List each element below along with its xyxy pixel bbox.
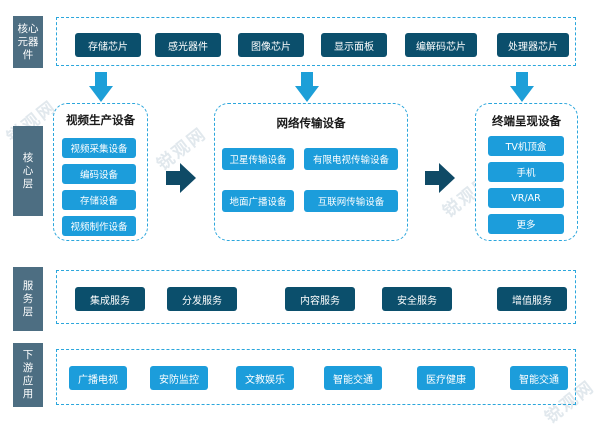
service-item: 增值服务 (497, 287, 567, 311)
right-arrow-icon (425, 163, 455, 193)
network-item: 卫星传输设备 (222, 148, 294, 170)
application-item: 医疗健康 (417, 366, 475, 390)
row-label-downstream: 下游应用 (13, 343, 43, 407)
terminal-title: 终端呈现设备 (492, 114, 561, 128)
production-title: 视频生产设备 (66, 113, 135, 127)
network-item: 地面广播设备 (222, 190, 294, 212)
row-label-core-components: 核心元器件 (13, 16, 43, 68)
component-photosensor: 感光器件 (155, 33, 221, 57)
network-title: 网络传输设备 (276, 116, 346, 130)
production-item: 编码设备 (62, 164, 136, 184)
network-group (214, 103, 408, 241)
service-item: 集成服务 (75, 287, 145, 311)
component-display-panel: 显示面板 (321, 33, 387, 57)
terminal-item: TV机顶盒 (488, 136, 564, 156)
application-item: 广播电视 (69, 366, 127, 390)
downstream-container (56, 349, 576, 405)
application-item: 安防监控 (150, 366, 208, 390)
down-arrow-icon (295, 72, 319, 102)
application-item: 智能交通 (324, 366, 382, 390)
production-item: 视频采集设备 (62, 138, 136, 158)
application-item: 文教娱乐 (236, 366, 294, 390)
terminal-item: VR/AR (488, 188, 564, 208)
network-item: 有限电视传输设备 (304, 148, 398, 170)
service-item: 分发服务 (167, 287, 237, 311)
row-label-service-layer: 服务层 (13, 267, 43, 331)
network-item: 互联网传输设备 (304, 190, 398, 212)
production-item: 视频制作设备 (62, 216, 136, 236)
right-arrow-icon (166, 163, 196, 193)
core-components-container (56, 17, 576, 66)
component-processor-chip: 处理器芯片 (497, 33, 569, 57)
component-image-chip: 图像芯片 (238, 33, 304, 57)
production-item: 存储设备 (62, 190, 136, 210)
down-arrow-icon (510, 72, 534, 102)
service-layer-container (56, 270, 576, 324)
row-label-core-layer: 核心层 (13, 126, 43, 216)
down-arrow-icon (89, 72, 113, 102)
component-codec-chip: 编解码芯片 (405, 33, 477, 57)
service-item: 安全服务 (382, 287, 452, 311)
terminal-item: 更多 (488, 214, 564, 234)
terminal-item: 手机 (488, 162, 564, 182)
application-item: 智能交通 (510, 366, 568, 390)
component-storage-chip: 存储芯片 (75, 33, 141, 57)
service-item: 内容服务 (285, 287, 355, 311)
